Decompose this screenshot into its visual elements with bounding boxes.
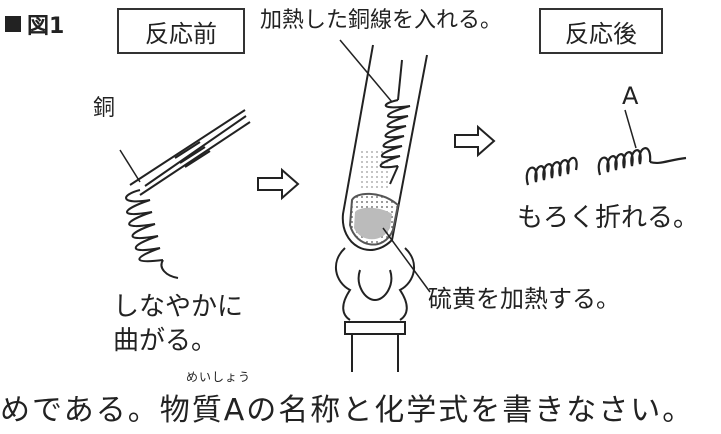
square-icon	[5, 16, 21, 32]
copper-label: 銅	[93, 96, 116, 121]
insert-caption: 加熱した銅線を入れる。	[260, 8, 503, 33]
broken-coil-icon	[525, 109, 687, 186]
after-reaction-box: 反応後	[539, 8, 663, 54]
figure-label-text: 図1	[27, 14, 65, 39]
after-reaction-label: 反応後	[565, 19, 637, 48]
heat-sulfur-caption: 硫黄を加熱する。	[428, 285, 620, 313]
before-reaction-box: 反応前	[117, 8, 245, 54]
label-a: A	[622, 82, 639, 110]
figure-label: 図1	[5, 8, 64, 40]
burner-icon	[335, 247, 415, 372]
flexible-result-line1: しなやかに	[113, 292, 244, 322]
brittle-result-text: もろく折れる。	[517, 203, 700, 233]
furigana: めいしょう	[186, 370, 252, 384]
flexible-result-line2: 曲がる。	[113, 326, 218, 356]
tube-coil-icon	[379, 59, 411, 185]
right-arrow-icon	[454, 124, 496, 158]
right-arrow-icon	[257, 167, 300, 201]
tongs-icon	[129, 109, 251, 196]
copper-coil-icon	[119, 149, 179, 279]
question-text: めである。物質Aの名称と化学式を書きなさい。	[0, 393, 695, 428]
before-reaction-label: 反応前	[145, 19, 217, 48]
